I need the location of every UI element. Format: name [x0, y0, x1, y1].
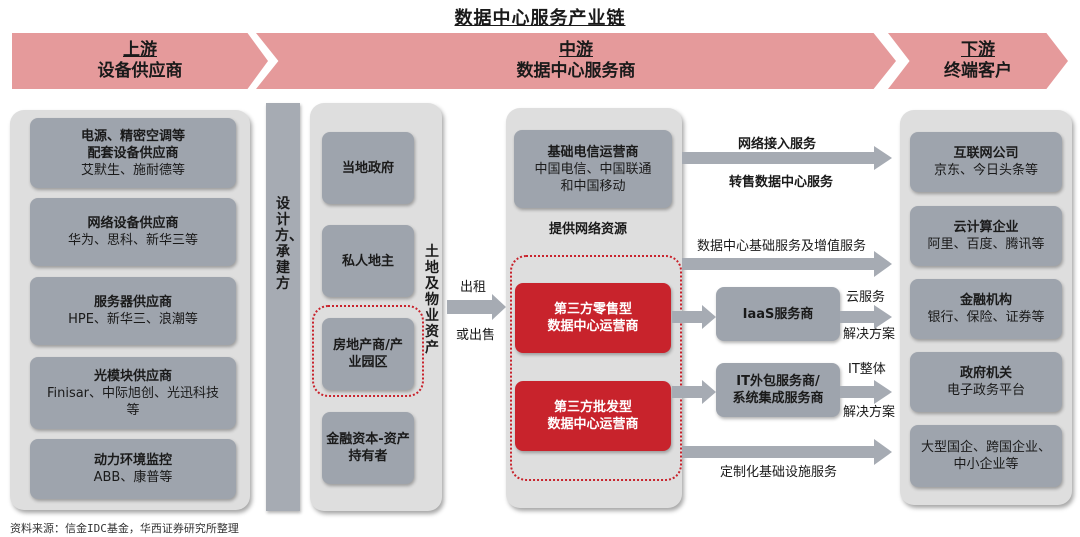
network-access-arrow	[682, 146, 892, 170]
supplier-name: 服务器供应商	[93, 295, 172, 310]
customer-name: 政府机关	[959, 366, 1012, 381]
retail-dc-operator-label: 第三方零售型 数据中心运营商	[547, 302, 639, 334]
upstream-sub: 设备供应商	[97, 61, 183, 81]
supplier-name: 电源、精密空调等 配套设备供应商	[80, 128, 185, 161]
supplier-detail: Finisar、中际旭创、光迅科技等	[46, 385, 220, 418]
supplier-detail: HPE、新华三、浪潮等	[68, 312, 198, 327]
diagram-title: 数据中心服务产业链	[454, 8, 626, 29]
customer-detail: 大型国企、跨国企业、 中小企业等	[920, 440, 1051, 472]
supplier-detail: ABB、康普等	[93, 470, 173, 485]
land-owner-financial: 金融资本-资产持有者	[322, 412, 414, 484]
retail-to-iaas-arrow	[672, 305, 716, 329]
land-asset-label: 土地及物业资产	[425, 244, 439, 356]
land-owner-label: 当地政府	[341, 160, 394, 176]
customer-detail: 电子政务平台	[946, 383, 1025, 398]
customer-box-enterprise: 大型国企、跨国企业、 中小企业等	[910, 425, 1062, 487]
supplier-box-monitor: 动力环境监控 ABB、康普等	[30, 439, 236, 499]
it-to-customer-arrow	[840, 380, 892, 404]
provide-network-label: 提供网络资源	[549, 222, 628, 237]
customer-box-internet: 互联网公司 京东、今日头条等	[910, 132, 1062, 192]
telecom-operator-box: 基础电信运营商 中国电信、中国联通 和中国移动	[514, 130, 672, 208]
downstream-label: 下游	[961, 40, 995, 60]
iaas-provider-box: IaaS服务商	[716, 287, 840, 341]
upstream-label: 上游	[123, 40, 157, 60]
customer-name: 互联网公司	[953, 146, 1019, 161]
land-owner-label: 金融资本-资产持有者	[326, 432, 410, 464]
lease-arrow	[447, 294, 506, 320]
it-outsource-box: IT外包服务商/ 系统集成服务商	[716, 363, 840, 417]
customer-box-cloud: 云计算企业 阿里、百度、腾讯等	[910, 206, 1062, 266]
supplier-name: 网络设备供应商	[87, 216, 179, 231]
wholesale-dc-operator-label: 第三方批发型 数据中心运营商	[547, 400, 639, 432]
customer-detail: 阿里、百度、腾讯等	[927, 237, 1045, 252]
supplier-box-server: 服务器供应商 HPE、新华三、浪潮等	[30, 277, 236, 345]
lease-label: 出租	[460, 280, 487, 295]
supplier-detail: 华为、思科、新华三等	[67, 233, 198, 248]
supplier-box-power: 电源、精密空调等 配套设备供应商 艾默生、施耐德等	[30, 118, 236, 188]
flow-label-dc-basic: 数据中心基础服务及增值服务	[697, 239, 867, 254]
flow-label-resell: 转售数据中心服务	[729, 175, 834, 190]
flow-label-custom-infra: 定制化基础设施服务	[720, 465, 838, 480]
custom-infra-arrow	[682, 439, 892, 465]
customer-box-government: 政府机关 电子政务平台	[910, 352, 1062, 412]
land-owner-label: 私人地主	[341, 253, 394, 269]
customer-detail: 银行、保险、证券等	[927, 310, 1045, 325]
customer-name: 金融机构	[959, 293, 1012, 308]
wholesale-dc-operator-box: 第三方批发型 数据中心运营商	[515, 381, 671, 451]
flow-label-it-whole: IT整体	[848, 362, 886, 377]
flow-label-cloud: 云服务	[846, 290, 886, 305]
supplier-box-network: 网络设备供应商 华为、思科、新华三等	[30, 198, 236, 266]
upstream-banner: 上游 设备供应商	[12, 33, 268, 89]
land-owner-real-estate: 房地产商/产业园区	[322, 318, 414, 390]
supplier-box-optical: 光模块供应商 Finisar、中际旭创、光迅科技等	[30, 357, 236, 429]
midstream-label: 中游	[559, 40, 593, 60]
flow-label-solution-2: 解决方案	[843, 405, 896, 420]
iaas-label: IaaS服务商	[742, 306, 814, 322]
real-estate-highlight	[312, 305, 424, 397]
land-owner-local-gov: 当地政府	[322, 132, 414, 204]
third-party-highlight	[510, 255, 682, 481]
supplier-name: 光模块供应商	[93, 368, 172, 384]
downstream-banner: 下游 终端客户	[888, 33, 1068, 89]
customer-name: 云计算企业	[953, 220, 1019, 235]
design-construction-bar	[266, 103, 300, 511]
midstream-sub: 数据中心服务商	[516, 61, 636, 81]
flow-label-network-access: 网络接入服务	[738, 137, 817, 152]
it-outsource-label: IT外包服务商/ 系统集成服务商	[732, 374, 824, 406]
midstream-banner: 中游 数据中心服务商	[256, 33, 896, 89]
telecom-detail: 中国电信、中国联通 和中国移动	[534, 161, 652, 194]
wholesale-to-it-arrow	[672, 380, 716, 404]
design-construction-label: 设计方、承建方	[275, 196, 303, 292]
retail-dc-operator-box: 第三方零售型 数据中心运营商	[515, 283, 671, 353]
supplier-detail: 艾默生、施耐德等	[80, 162, 185, 178]
iaas-to-customer-arrow	[840, 305, 892, 329]
customer-box-finance: 金融机构 银行、保险、证券等	[910, 279, 1062, 339]
downstream-sub: 终端客户	[944, 61, 1012, 81]
customer-detail: 京东、今日头条等	[933, 163, 1038, 178]
land-owner-label: 房地产商/产业园区	[333, 338, 403, 370]
land-owner-private: 私人地主	[322, 225, 414, 297]
supplier-name: 动力环境监控	[93, 453, 172, 468]
source-note: 资料来源：信金IDC基金，华西证券研究所整理	[10, 522, 239, 535]
dc-basic-arrow	[682, 251, 892, 277]
telecom-name: 基础电信运营商	[547, 144, 639, 160]
flow-label-solution-1: 解决方案	[843, 327, 896, 342]
sell-label: 或出售	[456, 328, 496, 343]
